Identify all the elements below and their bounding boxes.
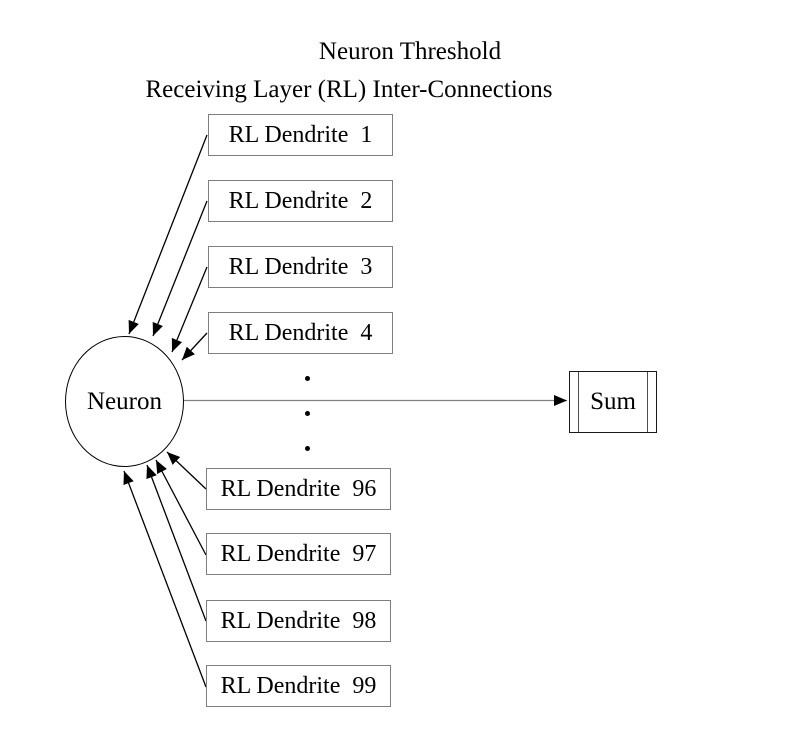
- arrow-dendrite-99-to-neuron: [123, 470, 207, 688]
- arrow-dendrite-1-to-neuron: [128, 134, 208, 335]
- rl-dendrite-98-label: RL Dendrite 98: [220, 608, 377, 634]
- neuron-label: Neuron: [87, 387, 162, 415]
- rl-dendrite-1-label: RL Dendrite 1: [228, 122, 373, 148]
- rl-dendrite-96-box: RL Dendrite 96: [206, 468, 391, 510]
- arrow-dendrite-97-to-neuron: [155, 459, 207, 556]
- arrow-dendrite-4-to-neuron: [181, 332, 208, 361]
- vertical-ellipsis-dot: [305, 376, 310, 381]
- rl-dendrite-4-box: RL Dendrite 4: [208, 312, 393, 354]
- arrow-dendrite-3-to-neuron: [171, 266, 208, 353]
- arrow-dendrite-98-to-neuron: [146, 464, 207, 622]
- rl-dendrite-2-box: RL Dendrite 2: [208, 180, 393, 222]
- diagram-subtitle: Receiving Layer (RL) Inter-Connections: [145, 76, 553, 103]
- neuron-node: Neuron: [65, 336, 184, 467]
- sum-label: Sum: [590, 388, 636, 415]
- sum-box-inner-line-right: [647, 372, 648, 432]
- vertical-ellipsis-dot: [305, 411, 310, 416]
- rl-dendrite-97-label: RL Dendrite 97: [220, 541, 377, 567]
- rl-dendrite-4-label: RL Dendrite 4: [228, 320, 373, 346]
- sum-box-inner-line-left: [578, 372, 579, 432]
- rl-dendrite-3-label: RL Dendrite 3: [228, 254, 373, 280]
- arrow-dendrite-96-to-neuron: [166, 451, 207, 490]
- rl-dendrite-96-label: RL Dendrite 96: [220, 476, 377, 502]
- rl-dendrite-98-box: RL Dendrite 98: [206, 600, 391, 642]
- rl-dendrite-99-label: RL Dendrite 99: [220, 673, 377, 699]
- diagram-title: Neuron Threshold: [318, 38, 502, 65]
- rl-dendrite-99-box: RL Dendrite 99: [206, 665, 391, 707]
- rl-dendrite-3-box: RL Dendrite 3: [208, 246, 393, 288]
- sum-box: Sum: [569, 371, 657, 433]
- rl-dendrite-97-box: RL Dendrite 97: [206, 533, 391, 575]
- rl-dendrite-2-label: RL Dendrite 2: [228, 188, 373, 214]
- arrow-dendrite-2-to-neuron: [152, 200, 208, 337]
- vertical-ellipsis-dot: [305, 446, 310, 451]
- rl-dendrite-1-box: RL Dendrite 1: [208, 114, 393, 156]
